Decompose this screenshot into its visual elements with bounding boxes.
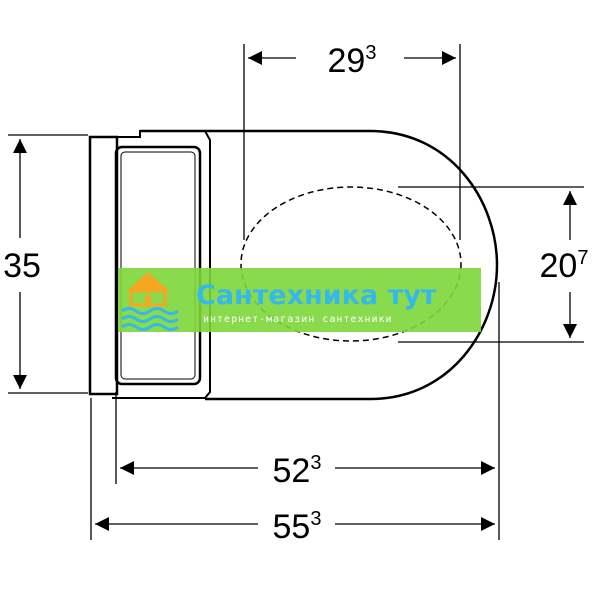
toilet-outline bbox=[88, 129, 499, 401]
seat-opening-label: 207 bbox=[540, 247, 589, 285]
bowl-length-label: 523 bbox=[273, 452, 322, 490]
house-waves-icon bbox=[121, 272, 179, 331]
control-panel bbox=[114, 145, 202, 386]
cistern-back-panel bbox=[88, 135, 119, 396]
dimension-lines bbox=[13, 51, 577, 531]
total-length-label: 553 bbox=[273, 508, 322, 546]
height-label: 35 bbox=[3, 247, 41, 285]
watermark-subtitle: интернет-магазин сантехники bbox=[203, 314, 393, 325]
extension-lines bbox=[8, 44, 584, 540]
watermark-title: Сантехника тут bbox=[196, 280, 437, 311]
seat-opening-outline bbox=[240, 186, 462, 342]
cistern-body bbox=[108, 130, 211, 399]
top-width-label: 293 bbox=[328, 42, 377, 80]
watermark-band bbox=[118, 268, 481, 332]
watermark: Сантехника тут интернет-магазин сантехни… bbox=[118, 268, 481, 332]
bowl-outline bbox=[140, 129, 499, 401]
control-panel-inner bbox=[120, 151, 196, 380]
